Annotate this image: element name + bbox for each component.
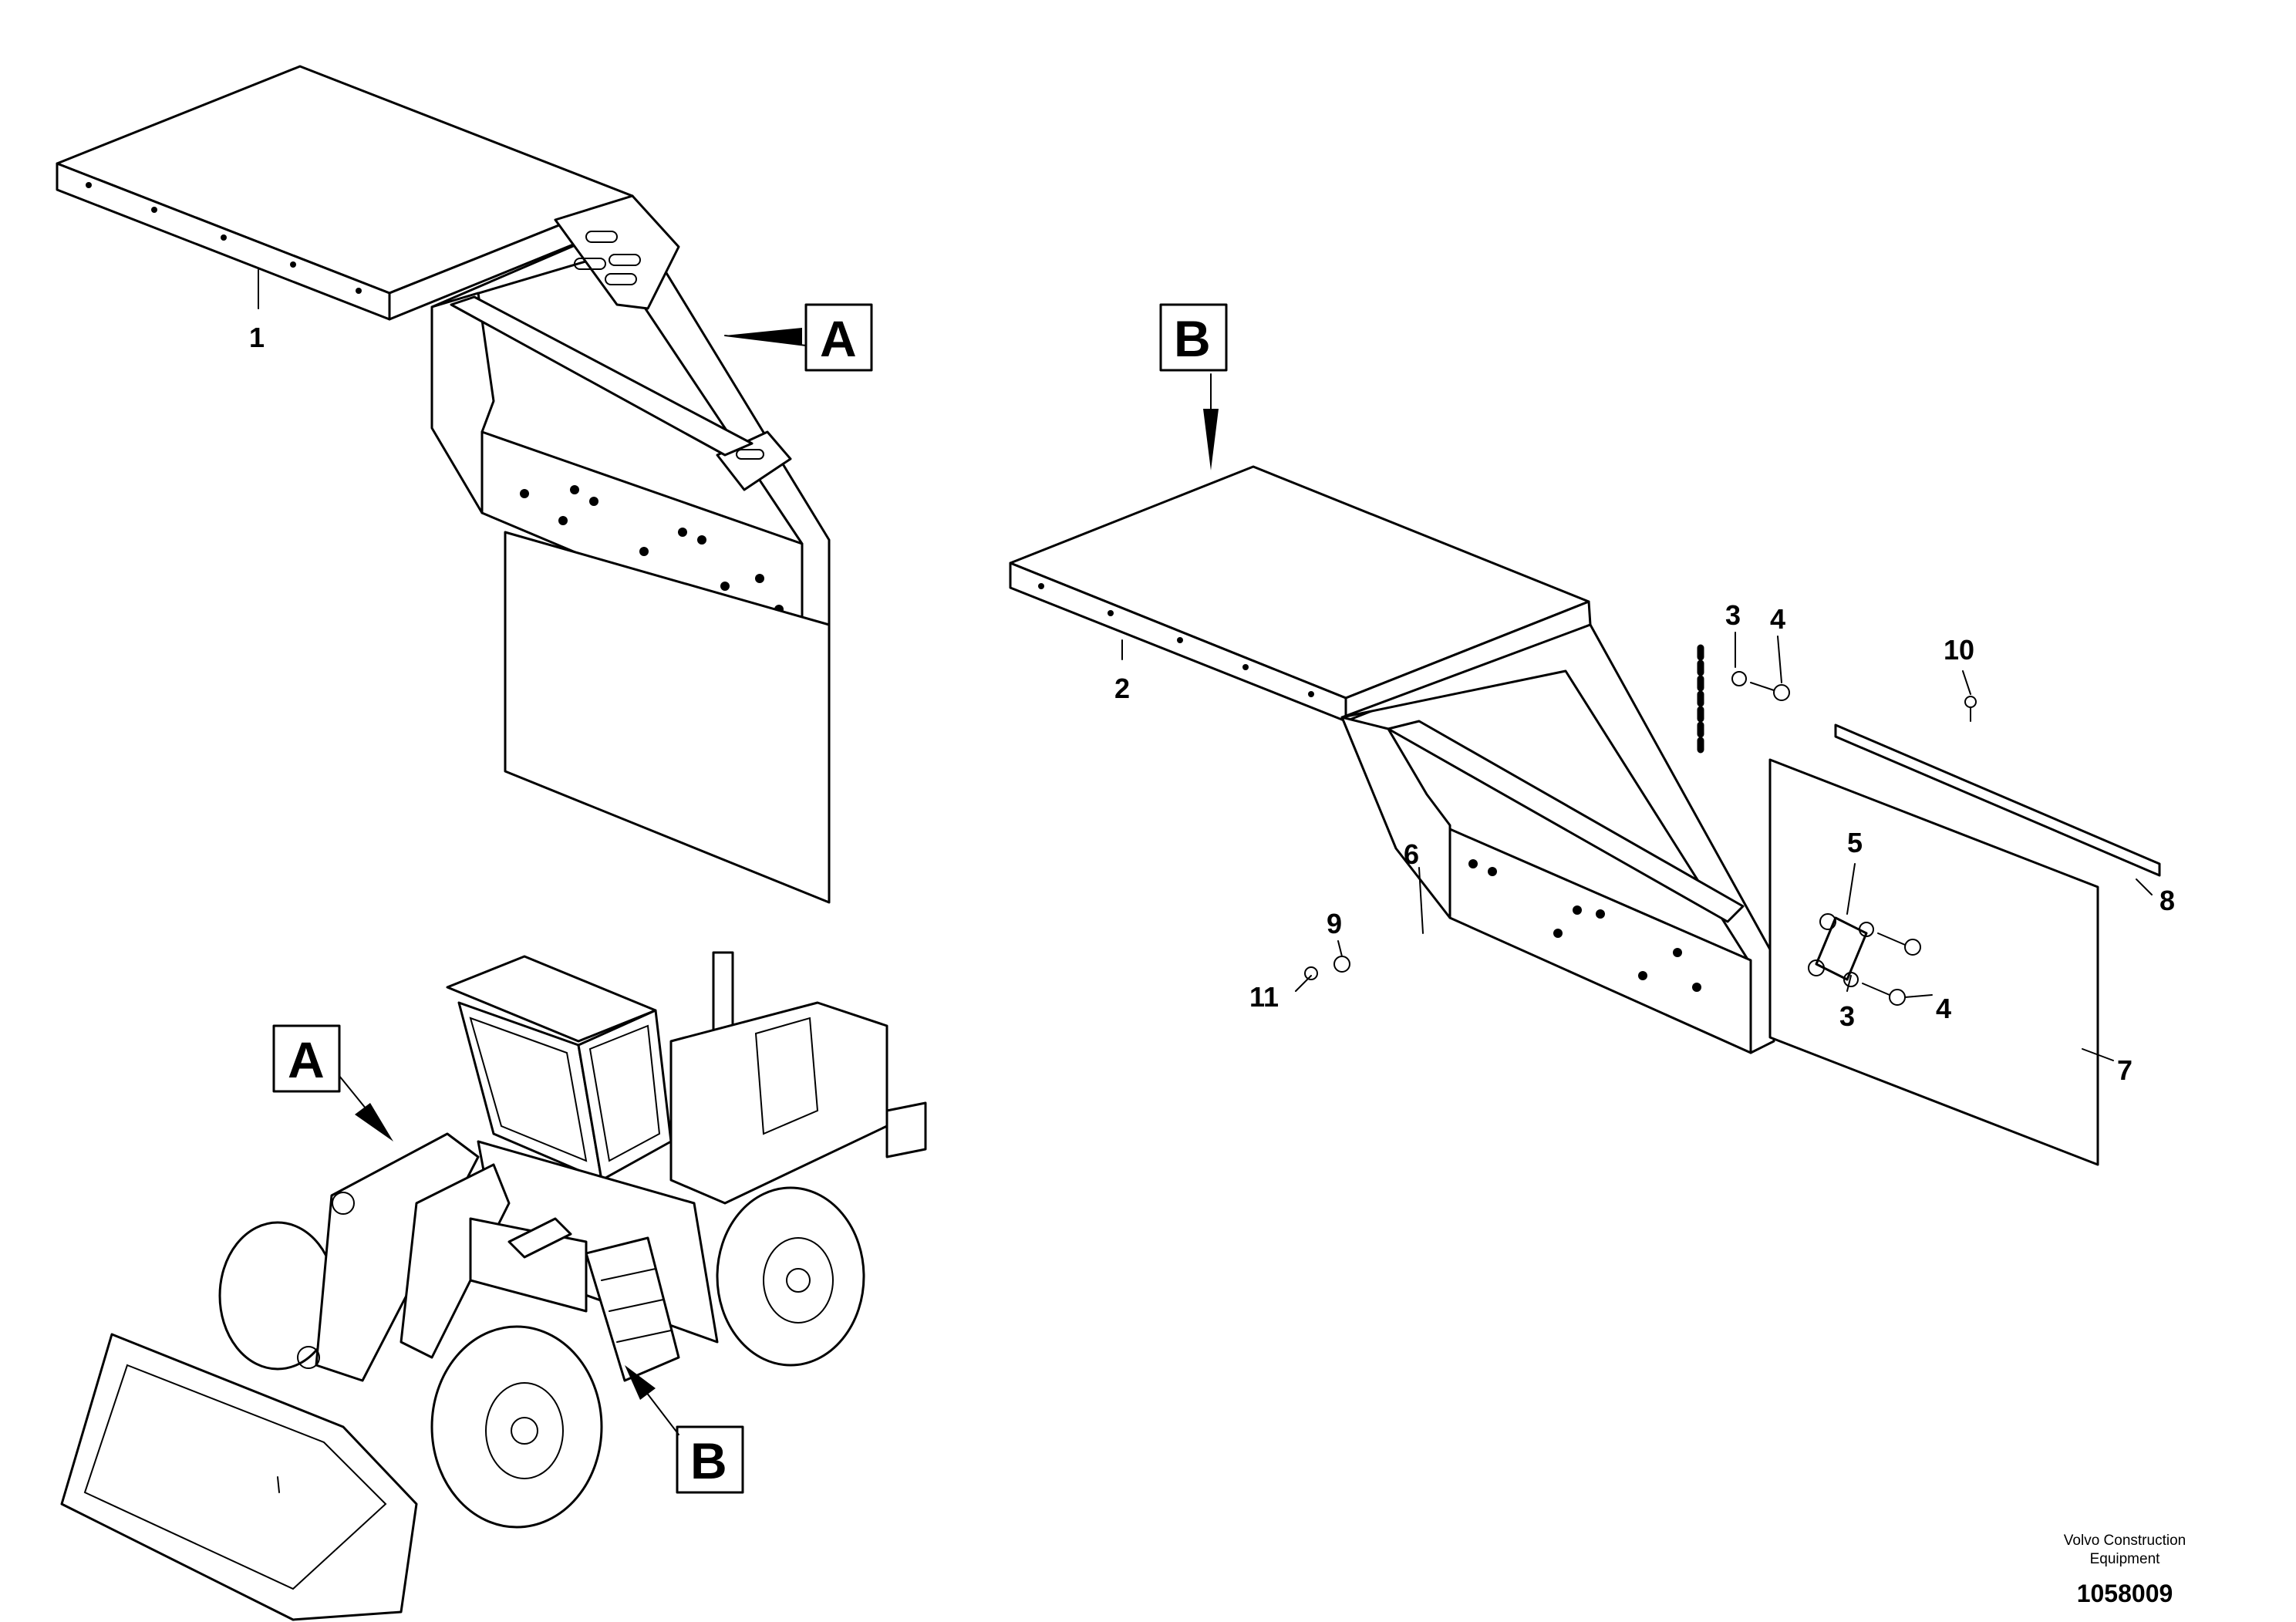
company-name-line1: Volvo Construction [2064,1533,2186,1549]
company-name-line2: Equipment [2090,1551,2161,1567]
callout-4-bottom: 4 [1936,993,1951,1024]
callout-4-top: 4 [1770,603,1785,635]
callout-3-bottom: 3 [1839,1000,1855,1032]
callout-11: 11 [1249,981,1279,1013]
box-label-a: A [820,310,857,367]
callout-3-top: 3 [1725,599,1741,631]
wheel-loader-illustration: A B [60,951,927,1621]
callout-6: 6 [1404,838,1419,870]
callout-8: 8 [2159,885,2175,916]
callout-1: 1 [249,322,265,353]
callout-10: 10 [1944,634,1974,666]
callout-9: 9 [1327,908,1342,939]
drawing-number: 1058009 [2077,1580,2173,1607]
machine-box-b: B [690,1432,727,1489]
callout-2: 2 [1114,673,1130,704]
mudguard-view-b: B [1009,303,2175,1166]
callout-5: 5 [1847,827,1863,858]
box-label-b: B [1174,310,1211,367]
mudguard-view-a: 1 A [56,65,873,904]
machine-box-a: A [288,1031,325,1088]
callout-7: 7 [2117,1054,2132,1086]
